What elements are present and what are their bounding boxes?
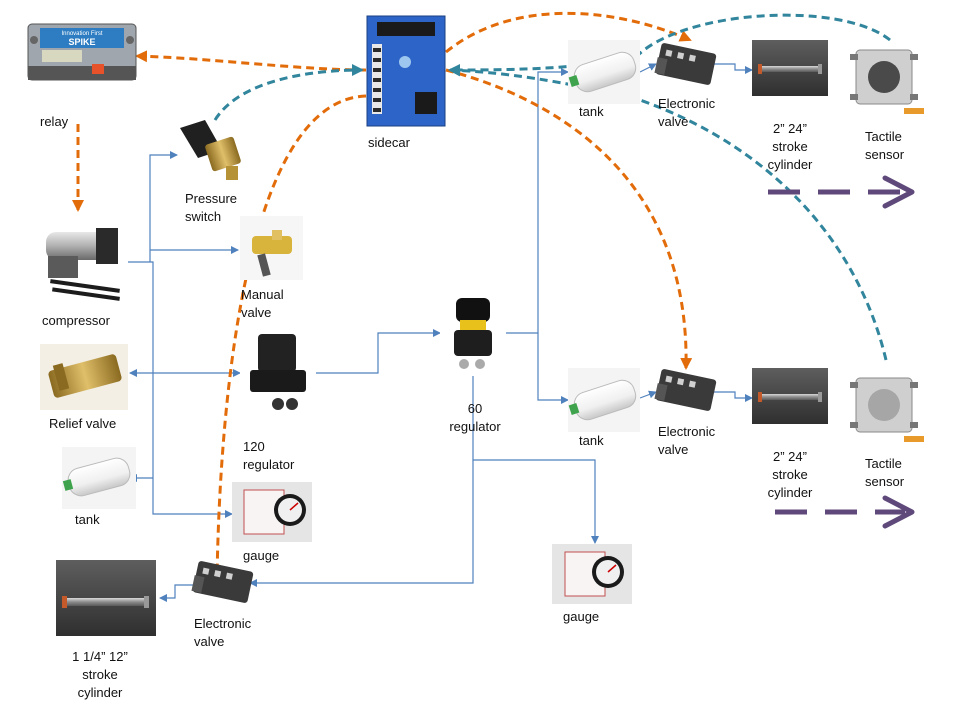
svg-text:SPIKE: SPIKE [68,37,95,47]
svg-text:Innovation First: Innovation First [61,31,102,37]
label-manual-valve-line1: Manual [241,287,284,302]
label-valve-bottom-line1: Electronic [194,616,252,631]
label-cylinder-mid-line2: stroke [772,467,808,482]
power-sidecar-to-top-valve [445,11,692,54]
label-manual-valve: Manual valve [241,286,284,322]
label-regulator-120-line1: 120 [243,439,265,454]
label-sensor-top-line2: sensor [865,147,905,162]
compressor-image [38,215,128,305]
regulator-120-image [240,322,316,422]
label-pressure-switch: Pressure switch [185,190,237,226]
signal-lines [213,13,891,361]
manual-valve-image [240,216,303,280]
label-gauge-left: gauge [243,548,280,563]
label-valve-mid: Electronic valve [658,423,715,459]
cylinder-top-image [752,40,828,96]
label-valve-bottom-line2: valve [194,634,225,649]
pressure-switch-image [180,120,241,180]
line-60-out [506,68,569,334]
power-lines [72,11,693,582]
label-relief-valve: Relief valve [49,416,117,431]
label-cylinder-top-line2: stroke [772,139,808,154]
label-sensor-top: Tactile sensor [865,128,904,164]
label-cylinder-bottom: 1 1/4” 12” stroke cylinder [50,648,150,702]
line-120-to-60 [315,329,441,374]
line-bottom-valve-cylinder [159,584,193,602]
label-sensor-top-line1: Tactile [865,129,902,144]
label-valve-top-line2: valve [658,114,689,129]
gauge-left-image [232,482,312,542]
label-manual-valve-line2: valve [241,305,272,320]
sensor-mid-image [848,370,926,446]
label-cylinder-top-line1: 2” 24” [773,121,807,136]
valve-mid-image [654,369,717,411]
label-pressure-switch-line2: switch [185,209,222,224]
pneumatic-lines [128,63,753,602]
line-mid-tank-valve [639,390,657,399]
label-regulator-120-line2: regulator [243,457,295,472]
line-60-to-bottom-valve [249,460,474,587]
label-tank-top: tank [579,104,604,119]
label-sidecar: sidecar [368,135,410,150]
sensor-top-image [848,42,926,118]
relay-image [27,23,137,81]
label-valve-top: Electronic valve [658,95,715,131]
motion-arrow-mid-head [882,495,915,529]
line-compressor-main [128,261,233,518]
top-tank-image [568,40,640,104]
label-cylinder-bottom-line1: 1 1/4” 12” [72,649,128,664]
relief-valve-image [40,344,128,410]
line-to-mid-tank [537,333,569,404]
label-cylinder-top-line3: cylinder [767,157,813,172]
label-cylinder-mid: 2” 24” stroke cylinder [750,448,830,502]
signal-mid-sensor-to-sidecar [448,64,888,361]
signal-pressure-switch-to-sidecar [213,64,364,121]
label-regulator-60-line2: regulator [449,419,501,434]
label-relay: relay [40,114,69,129]
label-cylinder-mid-line3: cylinder [767,485,813,500]
line-top-valve-cylinder [712,63,753,74]
mid-tank-image [568,368,640,432]
relay-badge-lettering: Innovation First SPIKE [61,31,102,47]
power-sidecar-to-bottom-valve [211,94,367,582]
label-sensor-mid: Tactile sensor [865,455,904,491]
regulator-60-image [440,288,506,376]
label-valve-top-line1: Electronic [658,96,716,111]
label-tank-left: tank [75,512,100,527]
line-top-tank-valve [639,63,657,73]
label-cylinder-top: 2” 24” stroke cylinder [750,120,830,174]
power-sidecar-to-relay [135,50,367,72]
cylinder-bottom-image [56,560,156,636]
label-compressor: compressor [42,313,110,328]
line-to-pressure-switch [149,151,178,262]
label-valve-mid-line1: Electronic [658,424,716,439]
line-60-to-gauge [472,376,599,544]
label-pressure-switch-line1: Pressure [185,191,238,206]
label-cylinder-bottom-line2: stroke [82,667,118,682]
motion-arrow-top-head [882,175,915,209]
label-sensor-mid-line2: sensor [865,474,905,489]
left-tank-image [62,447,136,509]
valve-top-image [654,43,717,85]
valve-bottom-image [191,561,254,603]
power-sidecar-to-mid-valve [445,68,693,370]
sidecar-image [366,15,446,127]
label-gauge-center: gauge [563,609,600,624]
label-valve-mid-line2: valve [658,442,689,457]
gauge-center-image [552,544,632,604]
motion-arrows [768,175,915,529]
label-valve-bottom: Electronic valve [194,615,251,651]
label-cylinder-mid-line1: 2” 24” [773,449,807,464]
label-regulator-120: 120 regulator [243,438,294,474]
signal-top-sensor-to-sidecar [448,13,891,76]
label-tank-mid: tank [579,433,604,448]
label-cylinder-bottom-line3: cylinder [77,685,123,700]
label-regulator-60: 60 regulator [438,400,512,436]
label-sensor-mid-line1: Tactile [865,456,902,471]
label-regulator-60-line1: 60 [467,401,483,416]
line-mid-valve-cylinder [712,391,753,402]
cylinder-mid-image [752,368,828,424]
